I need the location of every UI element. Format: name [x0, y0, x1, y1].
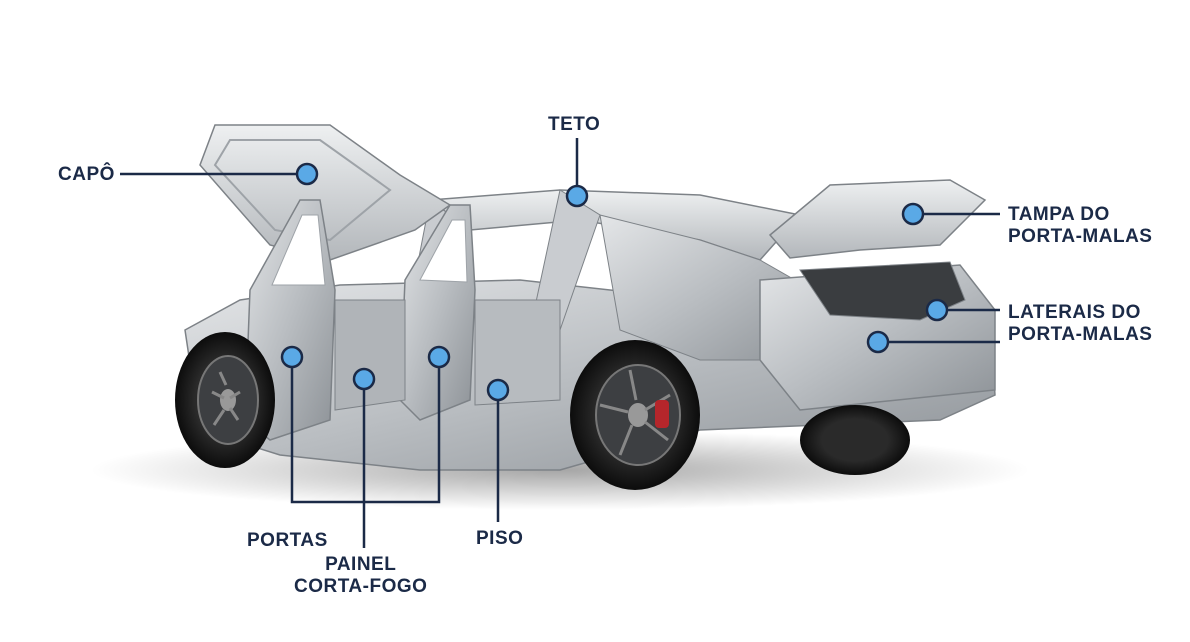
- marker-painel: [352, 367, 376, 391]
- label-laterais-do-porta-malas: LATERAIS DO PORTA-MALAS: [1008, 302, 1153, 345]
- label-teto: TETO: [548, 114, 601, 135]
- markers: [280, 162, 949, 402]
- marker-porta-dianteira: [280, 345, 304, 369]
- leader-portas: [290, 357, 441, 504]
- front-door-window: [271, 214, 326, 286]
- open-hood: [199, 124, 452, 261]
- floor-pan: [334, 299, 406, 411]
- rear-wheel: [570, 340, 700, 490]
- label-capo: CAPÔ: [58, 164, 115, 185]
- marker-tampa: [901, 202, 925, 226]
- marker-laterais: [925, 298, 949, 322]
- label-painel-corta-fogo: PAINEL CORTA-FOGO: [294, 554, 428, 597]
- open-trunk-lid: [768, 179, 987, 259]
- marker-piso: [486, 378, 510, 402]
- marker-teto: [565, 184, 589, 208]
- rear-door-window: [419, 219, 468, 283]
- marker-porta-traseira: [427, 345, 451, 369]
- floor-center: [474, 299, 561, 406]
- label-piso: PISO: [476, 528, 524, 549]
- far-rear-wheel: [800, 405, 910, 475]
- label-tampa-do-porta-malas: TAMPA DO PORTA-MALAS: [1008, 204, 1153, 247]
- leader-lines: [120, 138, 1000, 548]
- label-portas: PORTAS: [247, 530, 328, 551]
- marker-laterais-2: [866, 330, 890, 354]
- marker-capo: [295, 162, 319, 186]
- hood-ribs: [213, 139, 392, 242]
- front-wheel: [175, 332, 275, 468]
